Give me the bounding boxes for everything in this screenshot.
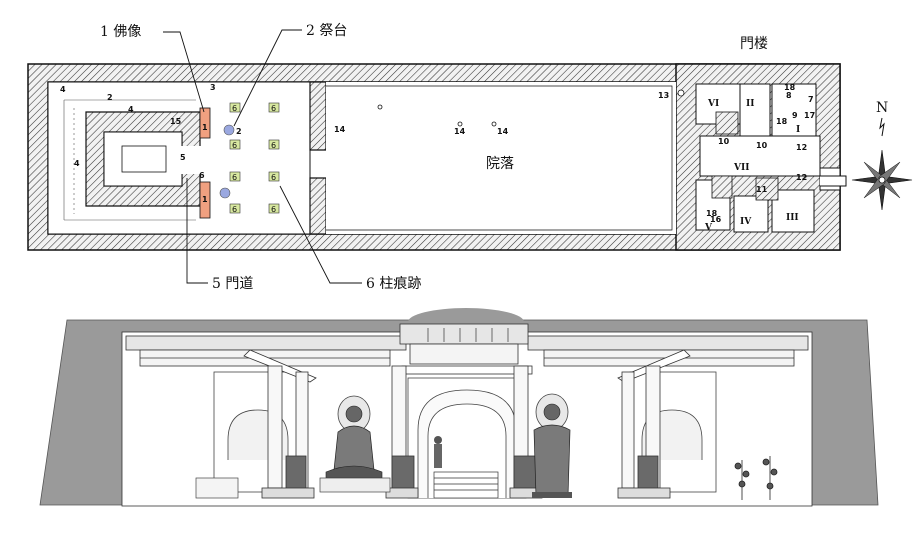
- leader-line-gate: [186, 178, 208, 284]
- marker-4: 4: [60, 85, 66, 94]
- courtyard-label: 院落: [486, 156, 514, 172]
- courtyard-post: [677, 89, 685, 97]
- center-stairs: [433, 471, 499, 499]
- marker-4: 4: [74, 159, 80, 168]
- columns: [261, 365, 671, 499]
- pillar-marker: [268, 102, 280, 113]
- north-label: N: [876, 100, 888, 116]
- buddha-highlight: [199, 181, 211, 219]
- courtyard-outline: [326, 85, 673, 231]
- marker-18: 18: [776, 117, 788, 126]
- marker-11: 11: [756, 185, 768, 194]
- callout-altar: 2 祭台: [306, 23, 347, 39]
- courtyard-post: [377, 104, 383, 110]
- marker-10: 10: [756, 141, 768, 150]
- marker-12: 12: [796, 173, 807, 182]
- leader-line-pillar: [279, 185, 362, 284]
- gatehouse-room-divider: [755, 177, 779, 201]
- marker-15: 15: [170, 117, 182, 126]
- corridor-line: [63, 99, 196, 221]
- marker-18: 18: [706, 209, 718, 218]
- room-label: V: [704, 223, 713, 233]
- pillar-label: 6: [232, 141, 237, 150]
- hall-east-wall: [309, 81, 327, 235]
- marker-2: 2: [236, 127, 242, 136]
- pillar-marker: [229, 171, 241, 182]
- callout-buddha: 1 佛像: [100, 24, 141, 40]
- section-elevation: [39, 308, 879, 507]
- altar-highlight: [219, 187, 231, 199]
- room-label: III: [786, 213, 799, 223]
- pillar-marker: [268, 203, 280, 214]
- pillar-label: 6: [232, 173, 237, 182]
- room-label: VII: [733, 163, 749, 173]
- room-label: II: [746, 99, 754, 109]
- room-label: I: [796, 125, 800, 135]
- courtyard: [326, 82, 676, 234]
- altar-highlight: [223, 124, 235, 136]
- marker-10: 10: [718, 137, 730, 146]
- courtyard-post: [491, 121, 497, 127]
- leader-line-buddha: [163, 31, 205, 113]
- room-label: IV: [740, 217, 752, 227]
- buddha-statue-seated: [319, 395, 391, 493]
- pillar-label: 6: [232, 205, 237, 214]
- marker-2: 2: [107, 93, 113, 102]
- marker-7: 7: [808, 95, 814, 104]
- marker-4: 4: [128, 105, 134, 114]
- pillar-markers: [229, 102, 280, 214]
- buddha-highlight: [199, 107, 211, 139]
- marker-13: 13: [658, 91, 669, 100]
- compass-center: [878, 176, 886, 184]
- pillar-marker: [268, 139, 280, 150]
- marker-14: 14: [334, 125, 346, 134]
- gate-tower-label: 門楼: [740, 36, 768, 52]
- floor-plan: 1 佛像 2 祭台 5 門道 6 柱痕跡 門楼 院落 1 1 2 2 3 4 4…: [27, 23, 913, 292]
- decorative-plants: [734, 456, 778, 500]
- marker-8: 8: [786, 91, 792, 100]
- pillar-label: 6: [271, 173, 276, 182]
- courtyard-post: [457, 121, 463, 127]
- marker-12: 12: [796, 143, 807, 152]
- gatehouse-room-divider: [711, 175, 733, 199]
- pillar-label: 6: [271, 141, 276, 150]
- marker-14: 14: [454, 127, 466, 136]
- roof-beams: [125, 323, 809, 383]
- pillar-label: 6: [232, 104, 237, 113]
- pillar-marker: [229, 203, 241, 214]
- pillar-marker: [268, 171, 280, 182]
- marker-5: 5: [180, 153, 186, 162]
- marker-3: 3: [210, 83, 216, 92]
- left-pedestal: [195, 477, 239, 499]
- leader-line-altar: [233, 29, 302, 127]
- room-label: VI: [707, 99, 719, 109]
- roof-rafters: [427, 328, 509, 342]
- pillar-label: 6: [271, 104, 276, 113]
- marker-18: 18: [784, 83, 796, 92]
- marker-16: 16: [710, 215, 722, 224]
- marker-1: 1: [202, 195, 208, 204]
- pillar-label: 6: [271, 205, 276, 214]
- marker-14: 14: [497, 127, 509, 136]
- shrine-east-opening: [178, 146, 204, 174]
- marker-1: 1: [202, 123, 208, 132]
- marker-17: 17: [804, 111, 815, 120]
- gatehouse-room-divider: [715, 111, 739, 135]
- small-figure: [434, 436, 442, 468]
- compass-rose: N: [851, 100, 913, 211]
- callout-gate: 5 門道: [212, 276, 253, 292]
- leader-lines: [163, 29, 362, 284]
- buddha-statue-standing: [532, 393, 572, 498]
- marker-9: 9: [792, 111, 798, 120]
- pillar-marker: [229, 102, 241, 113]
- pillar-marker: [229, 139, 241, 150]
- shrine-inner-sanctum: [121, 145, 167, 173]
- north-arrow-icon: [879, 117, 885, 137]
- marker-6: 6: [199, 171, 205, 180]
- gatehouse-east-opening: [820, 175, 847, 187]
- callout-pillar: 6 柱痕跡: [366, 276, 421, 292]
